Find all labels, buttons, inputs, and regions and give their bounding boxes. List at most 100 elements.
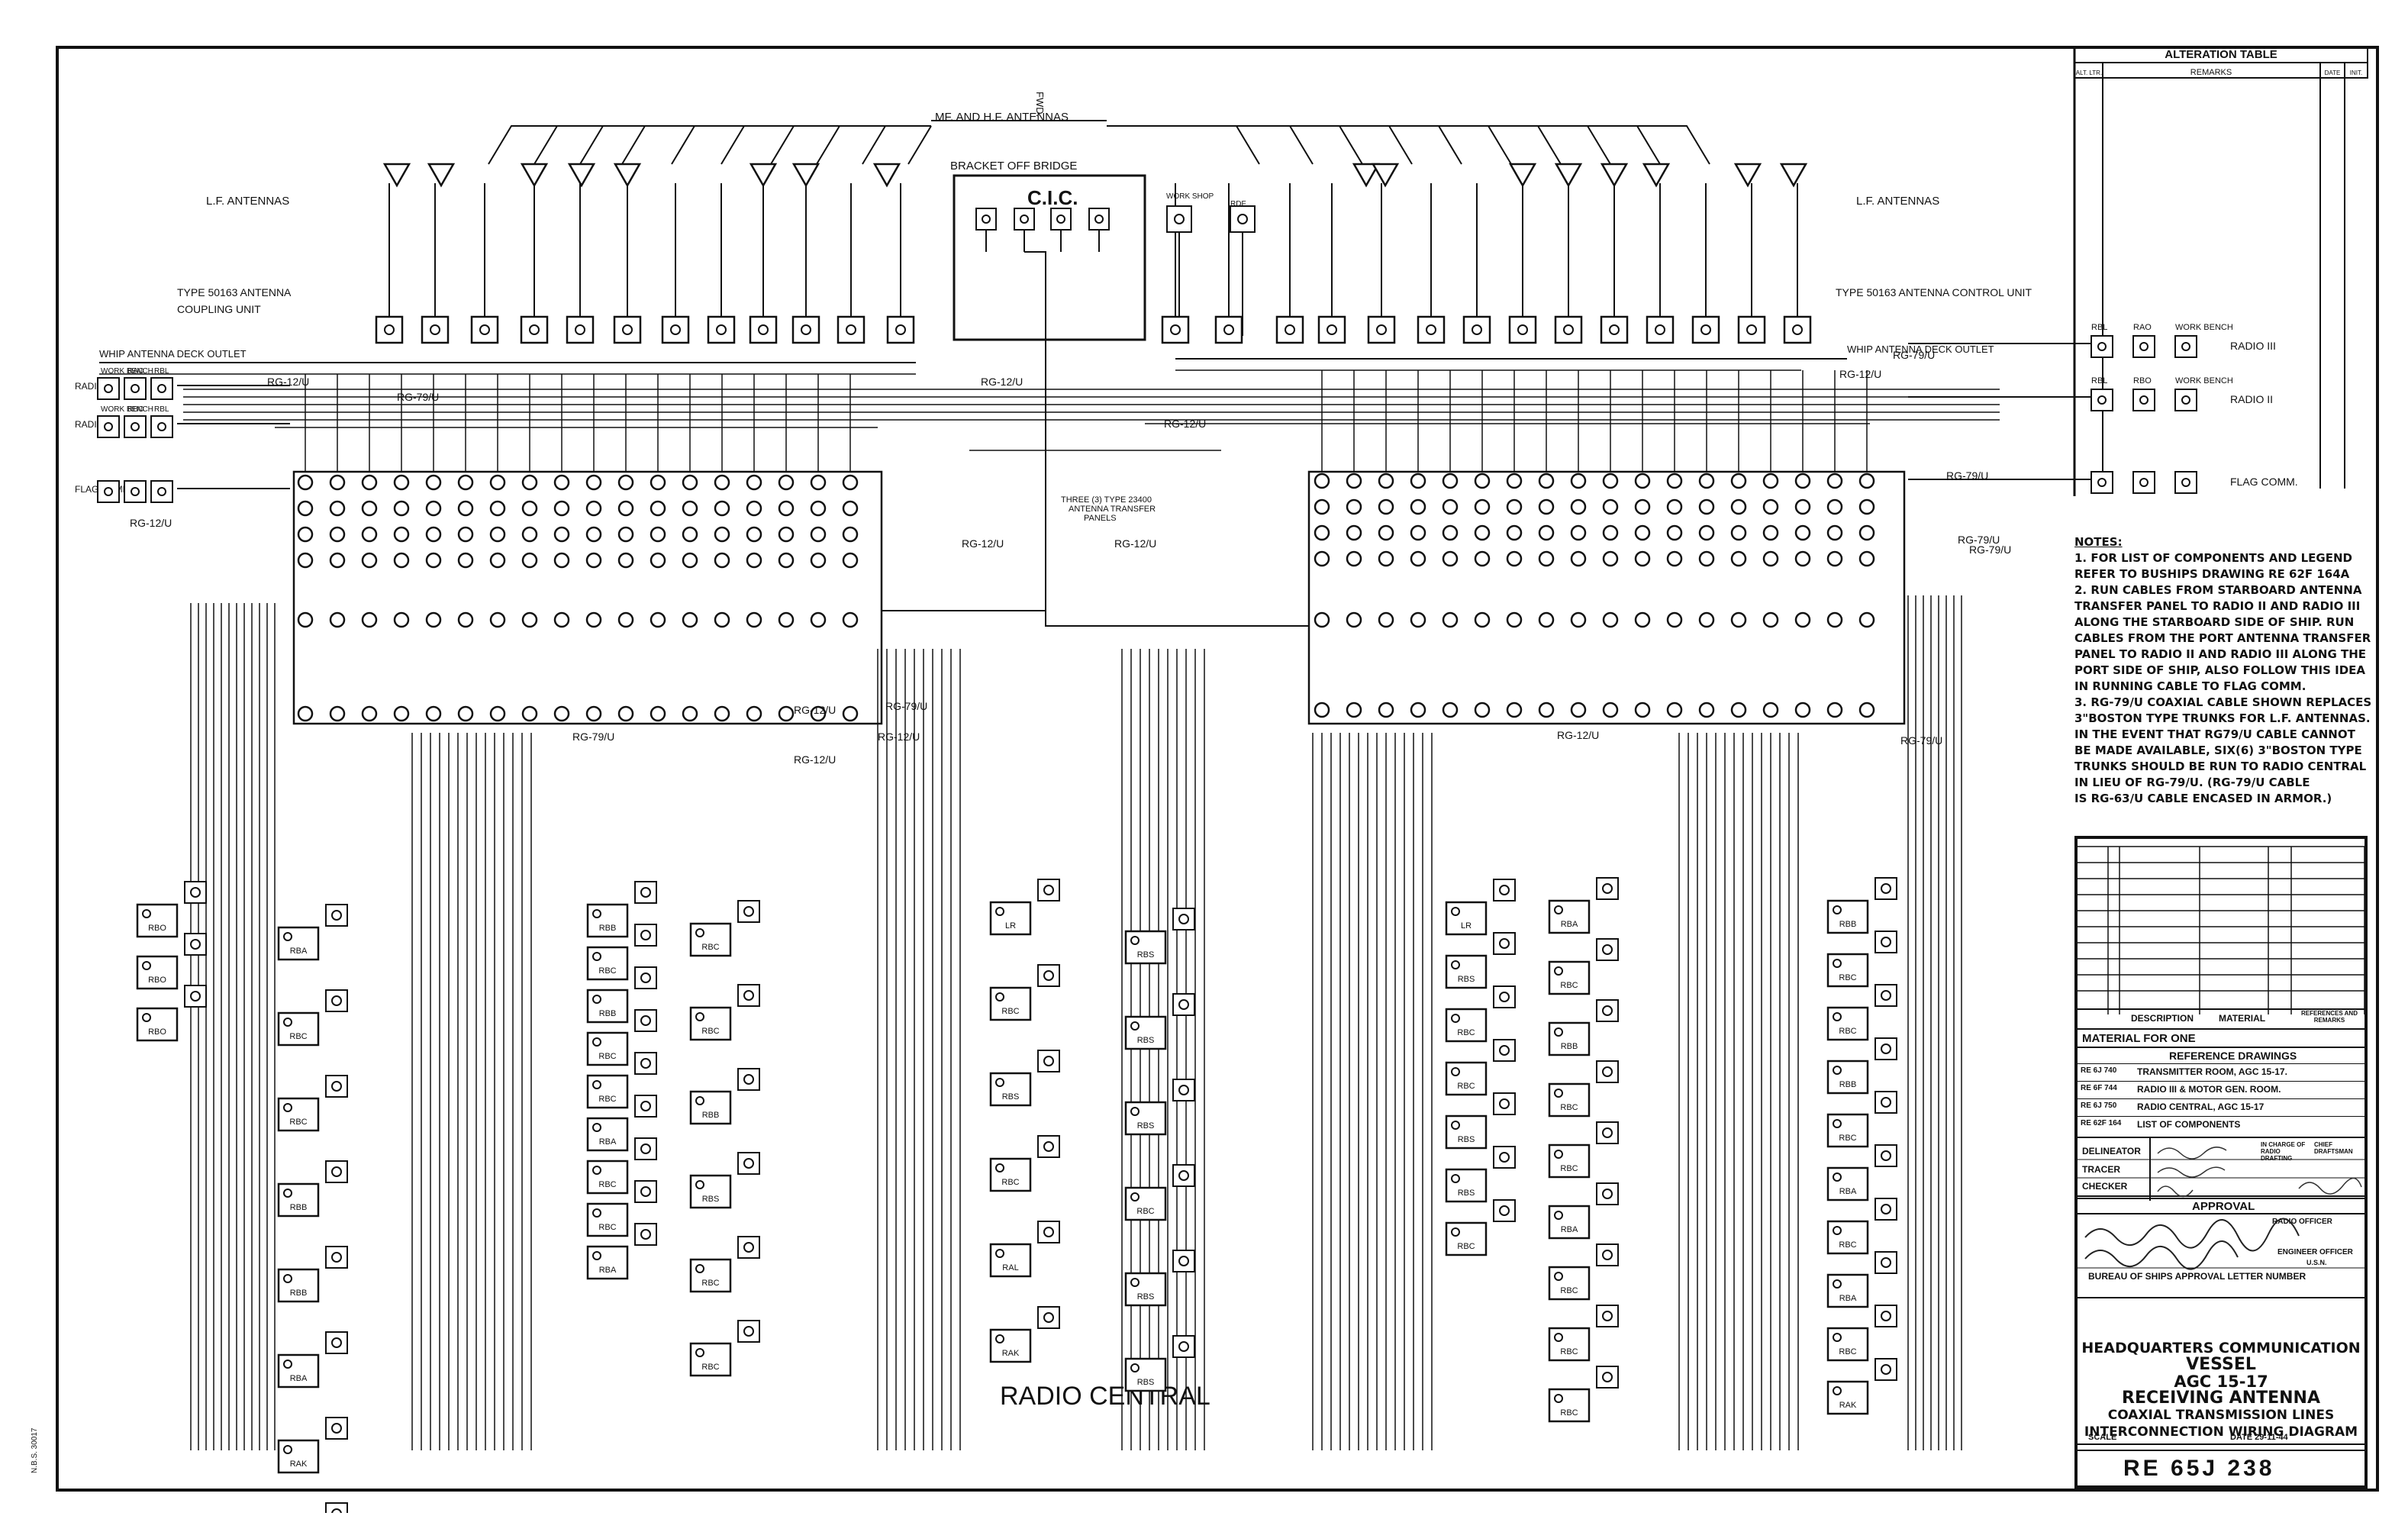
jack-icon [1666, 498, 1683, 515]
jack-icon [746, 611, 762, 628]
connector-icon [592, 995, 601, 1004]
jack-icon [1826, 550, 1843, 567]
connector-icon [283, 1274, 292, 1283]
room-name-right: RADIO III [2230, 340, 2276, 352]
receiver-box [689, 1174, 732, 1209]
receiver: RBC [689, 1236, 760, 1293]
receiver: RBC [689, 1320, 760, 1377]
jack-icon [1378, 498, 1394, 515]
connector-icon [331, 1252, 342, 1263]
jack-icon [1602, 473, 1619, 489]
tracer-label: TRACER [2082, 1164, 2120, 1175]
connector-icon [1554, 1211, 1563, 1220]
receiver: RBS [1124, 908, 1195, 965]
jack-icon [585, 611, 602, 628]
connector-icon [895, 324, 906, 335]
receiver: RBS [989, 1050, 1060, 1107]
antenna-icon [613, 163, 642, 188]
receiver: RBB [1826, 877, 1897, 934]
jack-icon [1538, 524, 1555, 541]
receiver-box [1548, 960, 1591, 995]
cable-type-label: RG-12/U [1557, 729, 1599, 741]
receiver-label: RBC [1560, 1347, 1578, 1356]
connector-icon [1499, 1045, 1510, 1056]
receiver: RAK [277, 1417, 348, 1474]
receiver-label: RBC [701, 1279, 719, 1288]
receiver: RBC [1826, 1091, 1897, 1148]
jack-icon [1570, 524, 1587, 541]
receiver-box [586, 1117, 629, 1152]
jack-icon [1826, 611, 1843, 628]
receiver: RAL [989, 1221, 1060, 1278]
title-line: INTERCONNECTION WIRING DIAGRAM [2084, 1424, 2358, 1440]
receiver-box [277, 926, 320, 961]
jack-icon [778, 526, 795, 543]
connector-icon [592, 952, 601, 961]
coupling-unit [375, 315, 404, 344]
transfer-panel [297, 611, 859, 628]
jack-icon [1794, 524, 1811, 541]
receiver-jack [1875, 1198, 1897, 1221]
jack-icon [457, 611, 474, 628]
connector-icon [331, 1337, 342, 1348]
receiver-label: RBS [702, 1195, 720, 1204]
connector-icon [1881, 1257, 1891, 1268]
receiver-label: RBC [289, 1118, 307, 1127]
connector-icon [529, 324, 540, 335]
receiver-box [136, 903, 179, 938]
jack-icon [393, 552, 410, 569]
jack-icon [1346, 524, 1362, 541]
connector-icon [695, 928, 704, 937]
jack-icon [1506, 473, 1523, 489]
antenna-icon [1642, 163, 1671, 188]
connector-icon [1130, 1107, 1140, 1116]
title-line: HEADQUARTERS COMMUNICATION [2081, 1340, 2361, 1356]
jack-icon [1762, 498, 1779, 515]
receiver-label: RBC [1457, 1242, 1475, 1251]
jack-icon [1602, 498, 1619, 515]
note-line: IN THE EVENT THAT RG79/U CABLE CANNOT [2074, 727, 2355, 741]
jack-icon [297, 552, 314, 569]
connector-icon [1499, 885, 1510, 895]
connector-icon [640, 887, 651, 898]
connector-icon [695, 1096, 704, 1105]
connector-icon [1881, 1097, 1891, 1108]
receiver-label: RAK [1002, 1349, 1020, 1358]
receiver-box [1124, 1272, 1167, 1307]
receiver: RBC [586, 1052, 657, 1109]
connector-icon [131, 384, 140, 393]
jack-icon [1698, 498, 1715, 515]
receiver: RBB [1826, 1037, 1897, 1095]
connector-icon [640, 1015, 651, 1026]
jack-icon [1634, 524, 1651, 541]
jack-icon [1826, 498, 1843, 515]
connector-icon [592, 1208, 601, 1218]
fwd-label: FWD. [1034, 92, 1046, 117]
jack-icon [617, 474, 634, 491]
receiver-box [586, 1031, 629, 1066]
jack-icon [361, 552, 378, 569]
connector-icon [283, 1360, 292, 1369]
jack-icon [329, 500, 346, 517]
mf-hf-antennas-label: MF. AND H.F. ANTENNAS [935, 111, 1069, 124]
jack-icon [1730, 473, 1747, 489]
receiver-box [586, 1202, 629, 1237]
connector-icon [1178, 1341, 1189, 1352]
transfer-panel [1314, 473, 1875, 567]
connector-icon [142, 961, 151, 970]
connector-icon [1554, 1394, 1563, 1403]
coupling-unit [837, 315, 866, 344]
receiver-box [1826, 1220, 1869, 1255]
radio-central-label: RADIO CENTRAL [1000, 1382, 1210, 1411]
receiver-label: RBC [1560, 1164, 1578, 1173]
antenna-icon [749, 163, 778, 188]
receiver-label: RBC [1839, 973, 1856, 982]
jack-icon [746, 552, 762, 569]
reference-title: TRANSMITTER ROOM, AGC 15-17. [2137, 1066, 2287, 1077]
jack-icon [1314, 473, 1330, 489]
connector-icon [384, 324, 395, 335]
connector-icon [104, 384, 113, 393]
